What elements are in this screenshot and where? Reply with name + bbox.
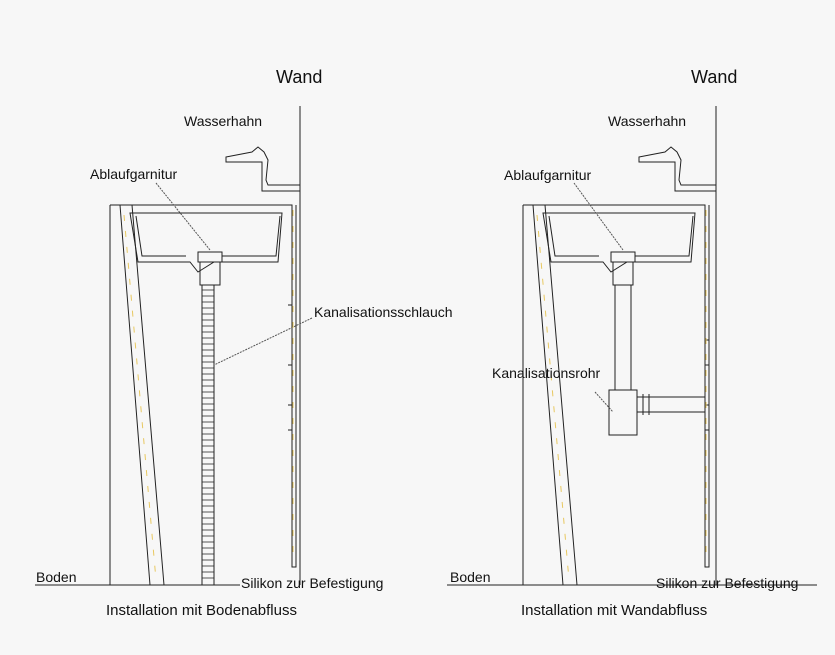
wall-pipe [637, 394, 705, 415]
wall-label: Wand [276, 67, 323, 87]
hose-leader [213, 317, 313, 366]
siphon-trap [608, 389, 638, 436]
pipe-label: Kanalisationsrohr [492, 365, 601, 381]
front-panel [532, 204, 578, 586]
floor-drain-drawing [35, 106, 313, 586]
drain-nut [199, 262, 221, 286]
cabinet-outline [522, 204, 710, 585]
diagram-caption: Installation mit Bodenabfluss [106, 602, 297, 619]
drain-label: Ablaufgarnitur [504, 167, 592, 183]
drain-body [197, 251, 223, 263]
pipe-leader [594, 391, 614, 413]
drain-nut [612, 262, 634, 286]
cabinet-outline [109, 204, 297, 585]
drain-hose [201, 284, 215, 586]
faucet-shape [638, 146, 717, 192]
basin-outline [129, 212, 283, 273]
silicone-front [123, 214, 157, 581]
basin-inner [548, 215, 694, 257]
faucet-shape [225, 146, 301, 192]
floor-label: Boden [450, 569, 491, 585]
basin-inner [135, 215, 281, 257]
basin-outline [542, 212, 696, 273]
wall-drain-diagram: Wand Wasserhahn Ablaufgarnitur Kanalisat… [417, 0, 834, 655]
drain-leader [155, 182, 211, 251]
faucet-label: Wasserhahn [184, 113, 263, 129]
floor-drain-diagram: Wand Wasserhahn Ablaufgarnitur Kanalisat… [0, 0, 453, 655]
wall-brackets [288, 304, 292, 431]
faucet-label: Wasserhahn [608, 113, 687, 129]
silicone-front [536, 214, 570, 581]
drain-label: Ablaufgarnitur [90, 166, 178, 182]
front-panel [119, 204, 165, 586]
silicone-label: Silikon zur Befestigung [656, 575, 799, 591]
pipe-label: Kanalisationsschlauch [314, 304, 453, 320]
hose-ribs [202, 289, 214, 579]
diagram-caption: Installation mit Wandabfluss [521, 602, 708, 619]
silicone-label: Silikon zur Befestigung [241, 575, 384, 591]
wall-drain-drawing [447, 106, 817, 586]
floor-label: Boden [36, 569, 77, 585]
drain-body [610, 251, 636, 263]
wall-brackets [705, 339, 709, 431]
siphon-downpipe [614, 285, 632, 390]
wall-label: Wand [691, 67, 738, 87]
drain-leader [573, 182, 624, 251]
